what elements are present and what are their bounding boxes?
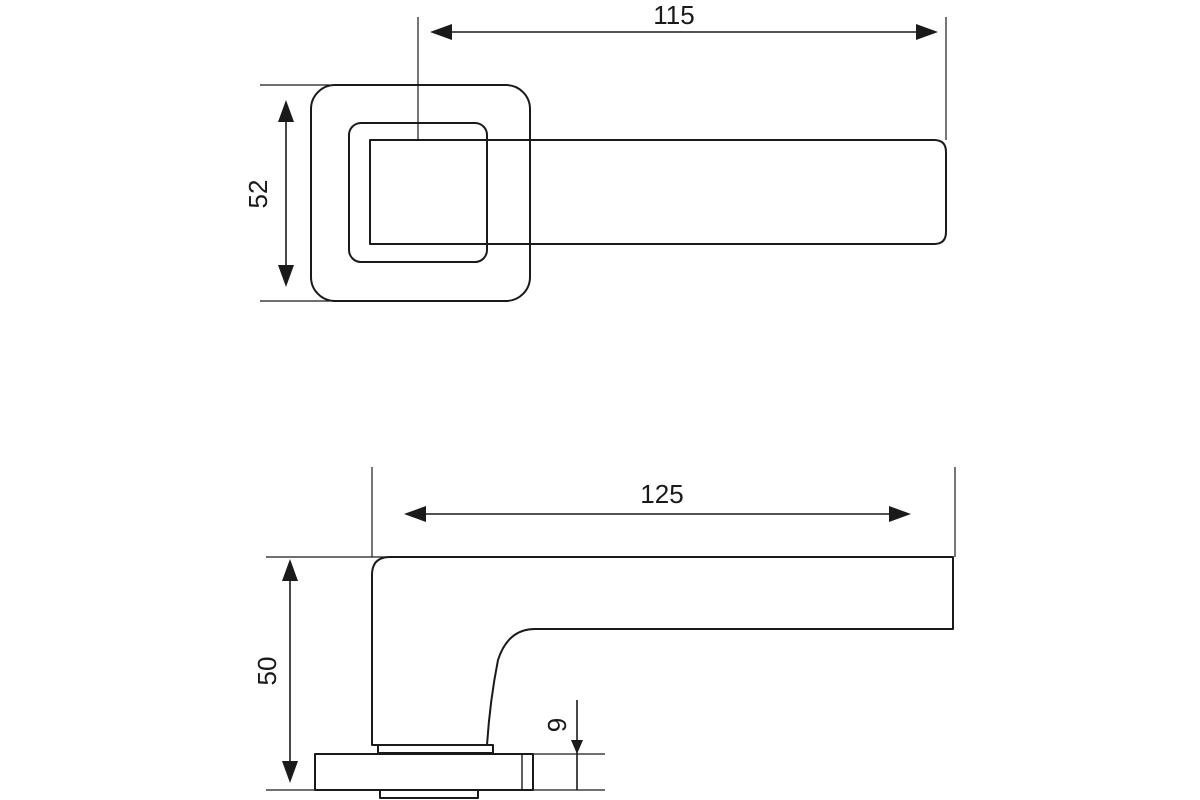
dimension-9: 9 xyxy=(542,700,583,790)
top-view: 115 52 xyxy=(243,0,947,302)
top-rosette-outer xyxy=(310,84,531,302)
side-neck-collar xyxy=(377,744,494,754)
dimension-label-125: 125 xyxy=(640,479,683,509)
dimension-115: 115 xyxy=(430,0,938,40)
dimension-50: 50 xyxy=(252,559,298,783)
dimension-125: 125 xyxy=(404,479,911,522)
side-lever xyxy=(371,556,954,746)
side-view: 125 50 9 xyxy=(252,467,956,799)
dimension-label-52: 52 xyxy=(243,180,273,209)
dimension-label-115: 115 xyxy=(653,0,694,30)
dimension-label-50: 50 xyxy=(252,657,282,686)
top-lever xyxy=(369,139,947,245)
side-bottom-stub xyxy=(379,789,479,799)
dimension-label-9: 9 xyxy=(542,718,572,732)
side-rosette-plate xyxy=(314,753,534,791)
dimension-52: 52 xyxy=(243,100,294,287)
